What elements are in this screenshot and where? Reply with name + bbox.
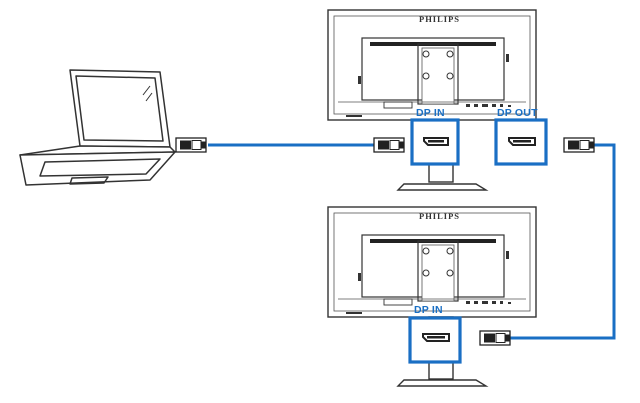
brand-logo-bottom: PHILIPS <box>419 211 461 221</box>
laptop-icon <box>19 69 176 186</box>
dp-plug-top-out <box>563 137 595 153</box>
dp-cable-monitor-to-monitor <box>510 143 616 340</box>
label-top-dp-in: DP IN <box>416 107 445 119</box>
label-bottom-dp-in: DP IN <box>414 304 443 316</box>
brand-logo-top: PHILIPS <box>419 14 461 24</box>
port-top-dp-out <box>494 118 548 166</box>
dp-plug-bottom-in <box>479 330 511 346</box>
dp-plug-laptop <box>175 137 207 153</box>
dp-plug-top-in <box>373 137 405 153</box>
label-top-dp-out: DP OUT <box>497 107 538 119</box>
port-bottom-dp-in <box>408 316 462 364</box>
port-top-dp-in <box>410 118 460 166</box>
